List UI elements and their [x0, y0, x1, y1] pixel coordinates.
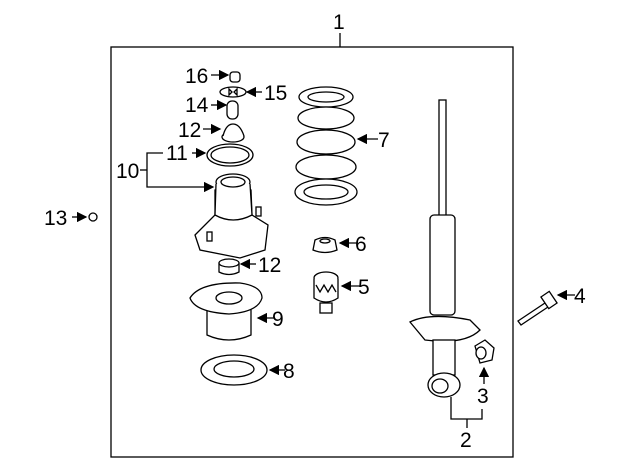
part-12-upper-nut[interactable] [221, 123, 245, 143]
callout-4[interactable]: 4 [574, 285, 586, 308]
callout-7[interactable]: 7 [378, 129, 390, 152]
part-6-bumper-cap[interactable] [312, 236, 338, 254]
callout-6[interactable]: 6 [355, 233, 367, 256]
callout-12-lower[interactable]: 12 [258, 254, 281, 277]
part-15-washer[interactable] [219, 86, 247, 98]
part-16-cap[interactable] [229, 71, 241, 83]
callout-13[interactable]: 13 [44, 207, 67, 230]
callout-10[interactable]: 10 [116, 160, 139, 183]
part-shock-absorber[interactable] [408, 99, 481, 398]
assembly-frame [110, 46, 514, 458]
callout-1[interactable]: 1 [333, 11, 345, 34]
callout-12-upper[interactable]: 12 [178, 119, 201, 142]
part-8-spring-seat[interactable] [200, 354, 268, 386]
callout-15[interactable]: 15 [264, 82, 287, 105]
part-3-bushing[interactable] [474, 339, 495, 364]
callout-8[interactable]: 8 [283, 360, 295, 383]
part-9-bracket[interactable] [189, 282, 263, 341]
part-12-lower-nut[interactable] [218, 258, 240, 276]
part-4-bolt[interactable] [517, 290, 558, 326]
part-13-clip[interactable] [88, 212, 98, 222]
callout-9[interactable]: 9 [272, 308, 284, 331]
callout-11[interactable]: 11 [166, 142, 188, 165]
part-7-coil-spring[interactable] [294, 86, 358, 206]
part-11-gasket[interactable] [206, 143, 254, 167]
part-5-bump-stop[interactable] [313, 271, 339, 314]
callout-3[interactable]: 3 [477, 385, 489, 408]
callout-2[interactable]: 2 [460, 429, 472, 452]
callout-5[interactable]: 5 [358, 276, 370, 299]
callout-14[interactable]: 14 [185, 94, 209, 117]
part-10-upper-mount[interactable] [194, 173, 269, 259]
callout-16[interactable]: 16 [185, 65, 208, 88]
part-14-bushing[interactable] [226, 100, 239, 120]
